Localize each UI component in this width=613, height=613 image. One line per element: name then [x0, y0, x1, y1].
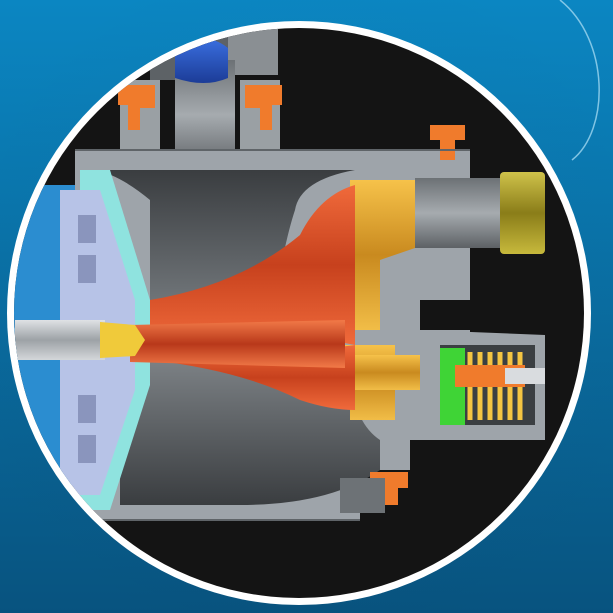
orange-fitting-top-right [430, 125, 465, 160]
orange-fitting-right [245, 85, 282, 130]
brass-tip [100, 322, 145, 358]
drive-shaft [130, 320, 345, 368]
decorative-arc [559, 0, 600, 161]
left-nozzle [15, 320, 105, 360]
impeller-upper [150, 185, 355, 345]
outlet-pipe [415, 178, 510, 248]
outlet-coupling [500, 172, 545, 254]
orange-fitting-left [118, 85, 155, 130]
